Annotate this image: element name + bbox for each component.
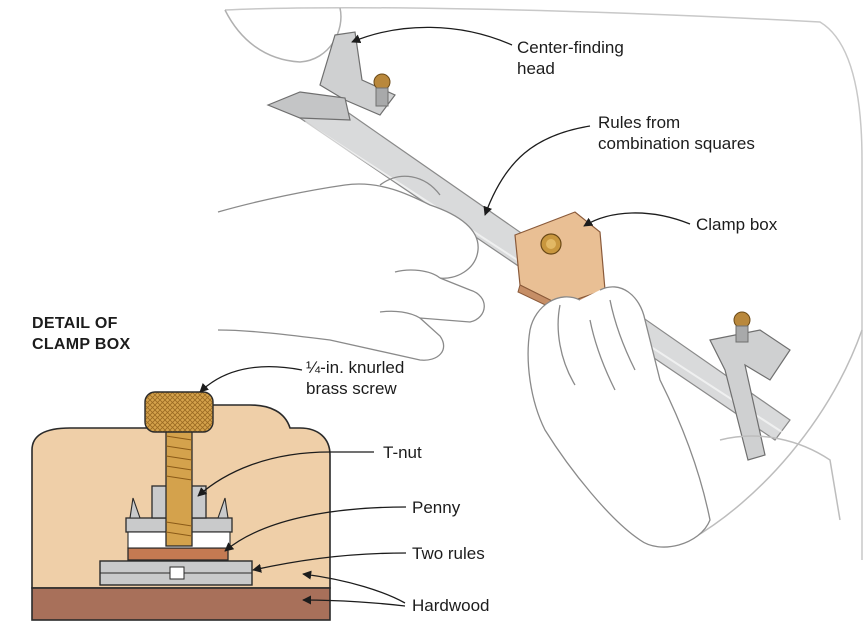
knurled-head (145, 392, 213, 432)
arrow-center-finding-head (352, 27, 512, 45)
arrow-rules (485, 126, 590, 215)
rule-slot (170, 567, 184, 579)
label-hardwood: Hardwood (412, 595, 490, 616)
detail-title: DETAIL OF CLAMP BOX (32, 313, 130, 355)
label-two-rules: Two rules (412, 543, 485, 564)
clamp-box-detail (32, 392, 330, 620)
center-finding-head-top (268, 32, 395, 120)
label-penny: Penny (412, 497, 460, 518)
label-t-nut: T-nut (383, 442, 422, 463)
label-knurled-screw: ¼-in. knurled brass screw (306, 357, 404, 399)
right-hand (528, 287, 710, 547)
arrow-knurled-screw (200, 367, 302, 392)
sleeve-top (225, 8, 341, 62)
arrow-clamp-box (584, 213, 690, 226)
penny (128, 548, 228, 560)
label-center-finding-head: Center-finding head (517, 37, 624, 79)
label-clamp-box: Clamp box (696, 214, 777, 235)
label-rules-from-squares: Rules from combination squares (598, 112, 755, 154)
hardwood-base (32, 588, 330, 620)
